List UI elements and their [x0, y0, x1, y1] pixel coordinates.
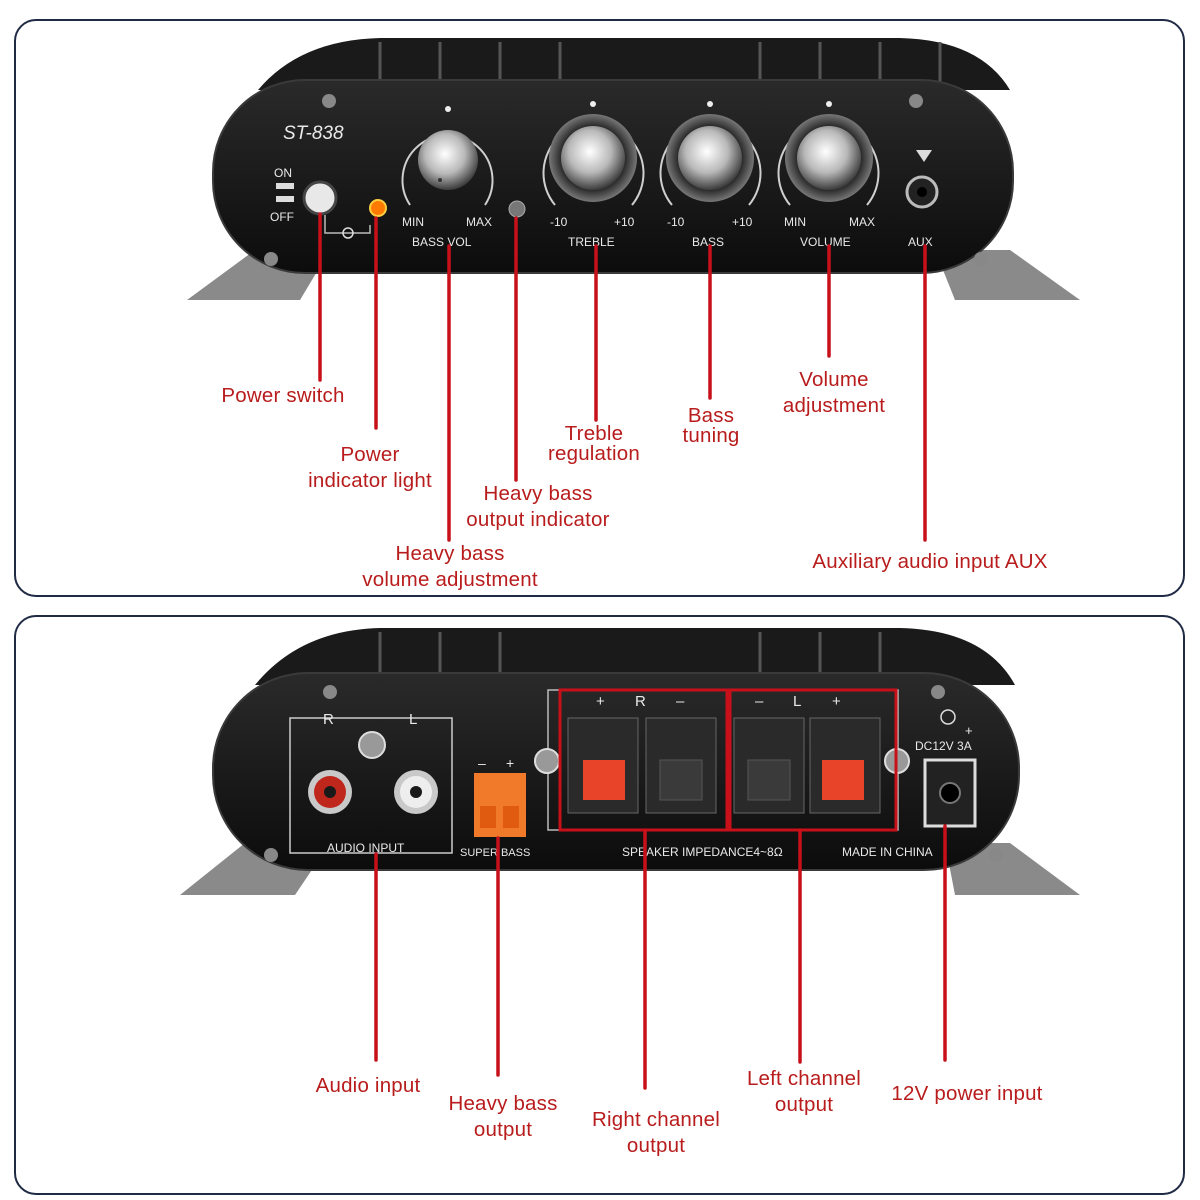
label-aux: AUX	[908, 235, 933, 249]
label-l-letter: L	[793, 693, 801, 710]
bass-dot	[707, 101, 713, 107]
front-heatsink	[258, 38, 1010, 90]
callout-aux: Auxiliary audio input AUX	[812, 550, 1048, 573]
label-volume-max: MAX	[849, 215, 875, 229]
dc-jack-hole	[939, 782, 961, 804]
terminal-l-minus-lever	[747, 759, 791, 801]
model-label: ST-838	[283, 123, 344, 144]
label-r: R	[323, 711, 334, 728]
callout-heavy-bass-output: Heavy bass output	[448, 1092, 558, 1141]
front-right-foot	[935, 250, 1080, 300]
label-sb-plus: +	[506, 755, 514, 771]
label-audio-input: AUDIO INPUT	[327, 841, 405, 855]
terminal-r-plus-lever	[583, 760, 625, 800]
volume-dot	[826, 101, 832, 107]
speaker-left-screw	[534, 748, 560, 774]
bass-vol-knob[interactable]	[418, 130, 478, 190]
label-bass: BASS	[692, 235, 724, 249]
rca-screw	[358, 731, 386, 759]
left-channel-highlight	[728, 688, 898, 832]
power-led	[369, 199, 387, 217]
label-bass-min2: -10	[667, 215, 685, 229]
callout-audio-input: Audio input	[315, 1074, 421, 1097]
power-bracket	[324, 215, 371, 234]
back-heatsink	[255, 628, 1015, 685]
label-l-plus: +	[832, 693, 841, 710]
label-r-letter: R	[635, 693, 646, 710]
treble-dot	[590, 101, 596, 107]
back-device: R L AUDIO INPUT – + SUPER BASS + R – – L…	[180, 628, 1080, 895]
super-bass-slot-1	[480, 806, 496, 828]
callout-power-input: 12V power input	[891, 1082, 1043, 1105]
back-leader-lines	[374, 824, 947, 1090]
label-volume: VOLUME	[800, 235, 851, 249]
front-screws	[264, 94, 988, 266]
label-off: OFF	[270, 210, 294, 224]
label-l: L	[409, 711, 417, 728]
front-leader-lines	[318, 212, 927, 542]
label-bass-min: MIN	[402, 215, 424, 229]
label-treble-min: -10	[550, 215, 568, 229]
label-r-plus: +	[596, 693, 605, 710]
callout-heavy-bass-indicator: Heavy bass output indicator	[466, 482, 610, 531]
aux-jack-hole	[917, 187, 927, 197]
rca-left-pin	[410, 786, 422, 798]
label-sb-minus: –	[478, 755, 486, 771]
label-bass-max2: +10	[732, 215, 753, 229]
label-impedance: SPEAKER IMPEDANCE4~8Ω	[622, 845, 783, 859]
callout-treble: Treble regulation	[547, 422, 641, 465]
switch-marker-on	[276, 183, 294, 189]
callout-left-channel: Left channel output	[746, 1067, 862, 1116]
callout-volume: Volume adjustment	[782, 368, 886, 417]
volume-knob[interactable]	[797, 126, 861, 190]
label-treble: TREBLE	[568, 235, 615, 249]
treble-knob[interactable]	[561, 126, 625, 190]
power-symbol-icon	[342, 227, 354, 239]
aux-arrow-icon	[916, 150, 932, 162]
audio-input-frame	[289, 717, 453, 854]
label-r-minus: –	[676, 693, 685, 710]
label-l-minus: –	[755, 693, 764, 710]
dc-polarity-icon	[940, 709, 956, 725]
label-made-in: MADE IN CHINA	[842, 845, 933, 859]
bass-vol-dot	[445, 106, 451, 112]
label-treble-max: +10	[614, 215, 635, 229]
callout-heavy-bass-volume: Heavy bass volume adjustment	[362, 542, 538, 591]
power-switch-button[interactable]	[302, 180, 338, 216]
label-volume-min: MIN	[784, 215, 806, 229]
callout-bass-tuning: Bass tuning	[682, 404, 740, 447]
label-dc-plus: +	[965, 723, 973, 738]
bass-vol-pointer	[438, 178, 442, 182]
label-super-bass: SUPER BASS	[460, 847, 530, 859]
super-bass-slot-2	[503, 806, 519, 828]
terminal-l-plus-lever	[822, 760, 864, 800]
bass-knob[interactable]	[678, 126, 742, 190]
heavy-bass-led	[508, 200, 526, 218]
callout-right-channel: Right channel output	[592, 1108, 720, 1157]
callout-power-indicator: Power indicator light	[308, 443, 432, 492]
label-bass-max: MAX	[466, 215, 492, 229]
label-dc-rating: DC12V 3A	[915, 739, 972, 753]
callout-power-switch: Power switch	[221, 384, 345, 407]
label-on: ON	[274, 166, 292, 180]
terminal-r-minus-lever	[659, 759, 703, 801]
switch-marker-off	[276, 196, 294, 202]
rca-right-pin	[324, 786, 336, 798]
speaker-terminals	[567, 717, 881, 814]
label-bass-vol: BASS VOL	[412, 235, 472, 249]
front-device: ST-838 ON OFF MIN MAX BASS VOL -10 +10 T…	[187, 38, 1080, 300]
back-right-foot	[945, 843, 1080, 895]
back-screws	[264, 685, 1003, 862]
